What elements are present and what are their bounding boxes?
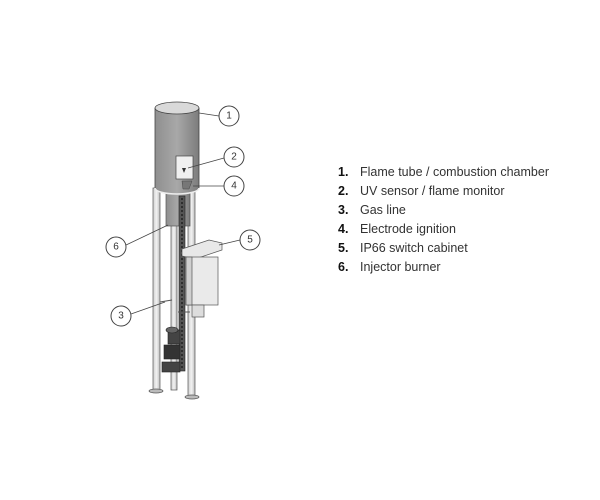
flame-tube	[154, 101, 200, 195]
legend-number: 5.	[338, 241, 349, 255]
legend-list: 1. Flame tube / combustion chamber 2. UV s…	[338, 163, 549, 277]
callout-2: 2	[223, 146, 245, 168]
legend-number: 6.	[338, 260, 349, 274]
legend-label: Electrode ignition	[360, 222, 456, 236]
gas-line	[159, 299, 190, 313]
lower-burner-tube	[165, 189, 191, 227]
callout-6: 6	[105, 236, 127, 258]
legend-number: 2.	[338, 184, 349, 198]
legend-label: Gas line	[360, 203, 406, 217]
legend-item: 6. Injector burner	[338, 258, 549, 277]
legend-label: IP66 switch cabinet	[360, 241, 468, 255]
callout-label: 2	[231, 152, 237, 163]
legend-item: 5. IP66 switch cabinet	[338, 239, 549, 258]
legend-item: 1. Flame tube / combustion chamber	[338, 163, 549, 182]
legend-item: 2. UV sensor / flame monitor	[338, 182, 549, 201]
switch-cabinet	[181, 239, 223, 318]
callout-3: 3	[110, 305, 132, 327]
legend-item: 3. Gas line	[338, 201, 549, 220]
callout-label: 3	[118, 311, 124, 322]
callout-label: 4	[231, 181, 237, 192]
callout-label: 6	[113, 242, 119, 253]
burner-valves	[161, 326, 181, 373]
legend-label: Injector burner	[360, 260, 441, 274]
legend-label: Flame tube / combustion chamber	[360, 165, 549, 179]
legend-item: 4. Electrode ignition	[338, 220, 549, 239]
legend-number: 4.	[338, 222, 349, 236]
callout-4: 4	[223, 175, 245, 197]
mounting-rail	[178, 195, 186, 372]
uv-sensor	[175, 155, 194, 190]
callout-5: 5	[239, 229, 261, 251]
callout-label: 5	[247, 235, 253, 246]
legend-label: UV sensor / flame monitor	[360, 184, 505, 198]
callout-1: 1	[218, 105, 240, 127]
legend-number: 1.	[338, 165, 349, 179]
callout-label: 1	[226, 111, 232, 122]
legend-number: 3.	[338, 203, 349, 217]
leader-lines	[125, 112, 241, 315]
